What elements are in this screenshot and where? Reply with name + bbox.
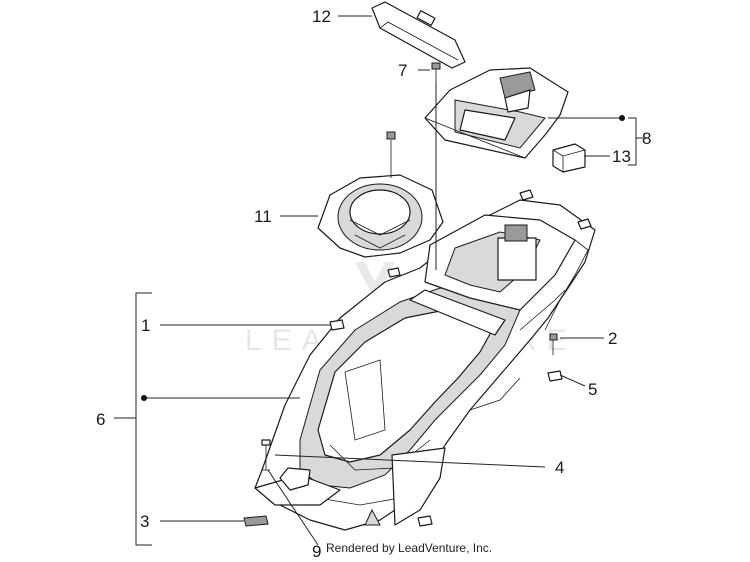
clip-nuts[interactable] xyxy=(329,189,592,527)
compartment-cover[interactable] xyxy=(317,140,444,258)
lid-12[interactable] xyxy=(371,1,466,69)
helmet-compartment[interactable] xyxy=(254,199,596,531)
callout-8: 8 xyxy=(642,129,651,148)
callout-3: 3 xyxy=(140,512,149,531)
reference-dot-6 xyxy=(141,395,147,401)
callout-4: 4 xyxy=(555,458,564,477)
callout-2: 2 xyxy=(608,329,617,348)
callout-11: 11 xyxy=(254,207,272,226)
callout-9: 9 xyxy=(312,542,321,561)
callout-13: 13 xyxy=(612,147,631,166)
callout-6: 6 xyxy=(96,410,105,429)
screw-cover[interactable] xyxy=(386,131,396,140)
credit-text: Rendered by LeadVenture, Inc. xyxy=(326,541,493,555)
callout-5: 5 xyxy=(588,380,597,399)
callout-1: 1 xyxy=(141,316,150,335)
watermark-logo xyxy=(355,262,395,300)
reference-dot-8 xyxy=(619,115,625,121)
callout-12: 12 xyxy=(312,7,331,26)
bolt-9[interactable] xyxy=(261,439,271,471)
part-13[interactable] xyxy=(552,143,586,173)
screw-2[interactable] xyxy=(549,333,558,355)
callout-7: 7 xyxy=(398,61,407,80)
leader-lines xyxy=(114,15,644,546)
battery-cover-assembly[interactable] xyxy=(424,67,569,159)
clip-3[interactable] xyxy=(243,515,269,527)
screw-7[interactable] xyxy=(431,62,441,82)
